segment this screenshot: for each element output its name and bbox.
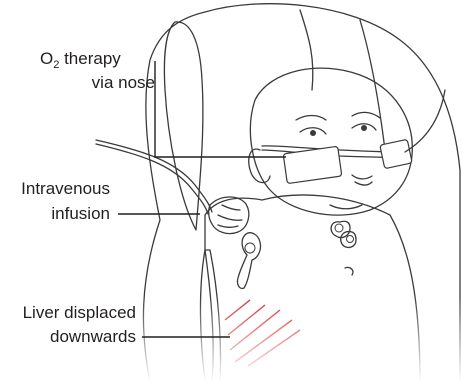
iv-label-line1: Intravenous [21,179,110,198]
oxygen-label-line2: via nose [92,73,155,92]
iv-line [96,140,212,214]
oxygen-leader-line [155,61,286,157]
infant-head [249,68,413,215]
liver-label-line2: downwards [50,327,136,346]
iv-label-line2: infusion [51,204,110,223]
ecg-electrode-icon[interactable] [331,221,356,247]
cannula-tape-right [380,139,412,168]
liver-label-line1: Liver displaced [23,303,136,322]
oxygen-label-line1: O2 therapy [40,49,121,71]
nasal-cannula-icon [262,90,445,184]
ecg-electrode-icon[interactable] [237,233,260,289]
